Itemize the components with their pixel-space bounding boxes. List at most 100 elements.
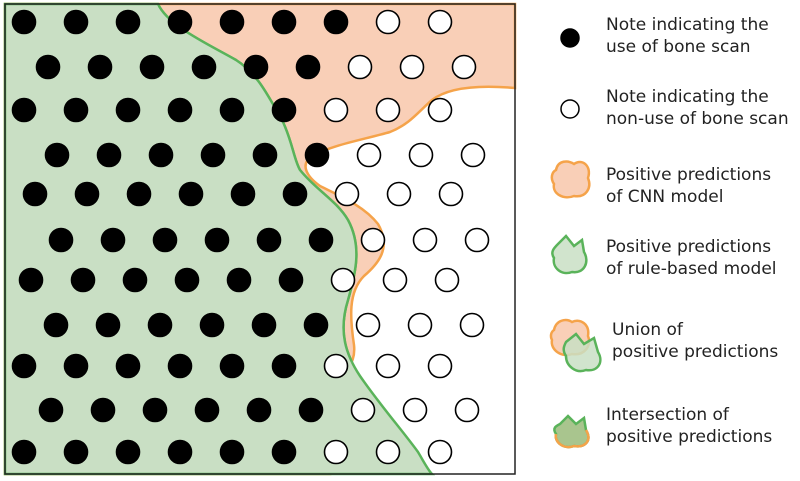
panel-border <box>4 3 516 475</box>
filled-note-dot <box>70 267 96 293</box>
empty-note-dot <box>427 353 453 379</box>
union-blobs-icon <box>549 318 602 373</box>
empty-note-dot <box>356 142 382 168</box>
filled-note-dot <box>11 353 37 379</box>
filled-note-dot <box>11 439 37 465</box>
filled-note-dot <box>230 181 256 207</box>
empty-note-dot <box>375 97 401 123</box>
filled-note-dot <box>63 9 89 35</box>
empty-note-dot <box>427 439 453 465</box>
empty-note-dot <box>464 227 490 253</box>
filled-note-dot <box>295 54 321 80</box>
filled-note-dot <box>22 181 48 207</box>
filled-note-dot <box>48 227 74 253</box>
filled-note-dot <box>278 267 304 293</box>
legend: Note indicating the use of bone scan Not… <box>549 15 789 449</box>
empty-note-dot <box>350 397 376 423</box>
legend-filled-dot-line1: Note indicating the <box>606 15 769 35</box>
empty-note-dot <box>399 54 425 80</box>
filled-note-dot <box>298 397 324 423</box>
empty-note-dot <box>402 397 428 423</box>
empty-note-dot <box>330 267 356 293</box>
filled-note-dot <box>271 97 297 123</box>
filled-note-dot <box>96 142 122 168</box>
empty-note-dot <box>323 97 349 123</box>
legend-rule-line1: Positive predictions <box>606 237 771 257</box>
legend-intersection-line1: Intersection of <box>606 405 730 425</box>
note-dots <box>11 9 490 465</box>
filled-note-dot <box>147 312 173 338</box>
empty-note-dot <box>355 312 381 338</box>
filled-dot-icon <box>560 28 580 48</box>
filled-note-dot <box>115 353 141 379</box>
filled-note-dot <box>43 312 69 338</box>
filled-note-dot <box>95 312 121 338</box>
filled-note-dot <box>63 97 89 123</box>
filled-note-dot <box>191 54 217 80</box>
filled-note-dot <box>219 9 245 35</box>
empty-note-dot <box>412 227 438 253</box>
empty-note-dot <box>375 9 401 35</box>
intersection-blob-orange-edge <box>554 429 590 449</box>
filled-note-dot <box>115 9 141 35</box>
filled-note-dot <box>271 439 297 465</box>
empty-note-dot <box>386 181 412 207</box>
filled-note-dot <box>167 9 193 35</box>
empty-dot-icon <box>560 99 580 119</box>
legend-empty-dot-line2: non-use of bone scan <box>606 109 789 129</box>
filled-note-dot <box>63 439 89 465</box>
empty-note-dot <box>434 267 460 293</box>
filled-note-dot <box>282 181 308 207</box>
green-blob-icon <box>551 234 588 275</box>
filled-note-dot <box>323 9 349 35</box>
legend-cnn-line1: Positive predictions <box>606 165 771 185</box>
legend-union-line2: positive predictions <box>612 342 778 362</box>
filled-note-dot <box>226 267 252 293</box>
empty-note-dot <box>347 54 373 80</box>
legend-filled-dot-line2: use of bone scan <box>606 37 751 57</box>
empty-note-dot <box>375 439 401 465</box>
legend-union-line1: Union of <box>612 320 684 340</box>
filled-note-dot <box>74 181 100 207</box>
filled-note-dot <box>100 227 126 253</box>
filled-note-dot <box>90 397 116 423</box>
empty-note-dot <box>451 54 477 80</box>
orange-blob-icon <box>550 160 591 199</box>
empty-note-dot <box>454 397 480 423</box>
filled-note-dot <box>271 9 297 35</box>
empty-note-dot <box>427 9 453 35</box>
filled-note-dot <box>256 227 282 253</box>
filled-note-dot <box>63 353 89 379</box>
prediction-panel <box>3 2 517 476</box>
filled-note-dot <box>115 439 141 465</box>
filled-note-dot <box>194 397 220 423</box>
filled-note-dot <box>167 97 193 123</box>
legend-empty-dot-line1: Note indicating the <box>606 87 769 107</box>
empty-note-dot <box>407 312 433 338</box>
filled-note-dot <box>18 267 44 293</box>
filled-note-dot <box>142 397 168 423</box>
filled-note-dot <box>246 397 272 423</box>
empty-note-dot <box>323 353 349 379</box>
empty-note-dot <box>382 267 408 293</box>
filled-note-dot <box>115 97 141 123</box>
filled-note-dot <box>167 439 193 465</box>
filled-note-dot <box>152 227 178 253</box>
filled-note-dot <box>199 312 225 338</box>
empty-note-dot <box>408 142 434 168</box>
empty-note-dot <box>460 142 486 168</box>
filled-note-dot <box>200 142 226 168</box>
filled-note-dot <box>219 353 245 379</box>
empty-note-dot <box>375 353 401 379</box>
filled-note-dot <box>178 181 204 207</box>
filled-note-dot <box>167 353 193 379</box>
empty-note-dot <box>438 181 464 207</box>
filled-note-dot <box>122 267 148 293</box>
empty-note-dot <box>323 439 349 465</box>
filled-note-dot <box>44 142 70 168</box>
filled-note-dot <box>204 227 230 253</box>
filled-note-dot <box>308 227 334 253</box>
filled-note-dot <box>174 267 200 293</box>
filled-note-dot <box>252 142 278 168</box>
filled-note-dot <box>271 353 297 379</box>
